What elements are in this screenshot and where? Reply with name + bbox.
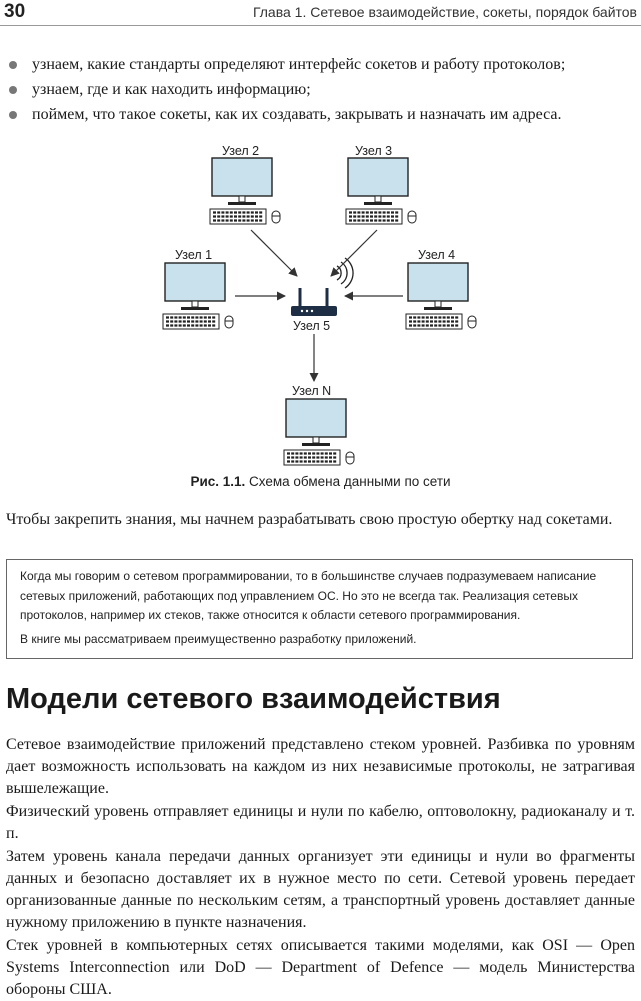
list-item: узнаем, какие стандарты определяют интер… (8, 52, 636, 77)
note-paragraph: Когда мы говорим о сетевом программирова… (20, 569, 597, 622)
page-header: 30 Глава 1. Сетевое взаимодействие, соке… (0, 0, 641, 26)
bullet-dot-icon (9, 61, 17, 69)
note-paragraph: В книге мы рассматриваем преимущественно… (20, 631, 417, 646)
figure-caption-text: Схема обмена данными по сети (245, 474, 451, 489)
router-icon (291, 288, 337, 316)
computer-nodeN-icon (282, 397, 356, 467)
note-box: Когда мы говорим о сетевом программирова… (6, 559, 633, 659)
bullet-dot-icon (9, 111, 17, 119)
node-label: Узел 2 (222, 144, 260, 158)
figure-caption: Рис. 1.1. Схема обмена данными по сети (0, 474, 641, 489)
network-diagram-svg (161, 156, 478, 467)
bullet-dot-icon (9, 86, 17, 94)
body-paragraph: Стек уровней в компьютерных сетях описыв… (6, 937, 635, 998)
arrow-node3-to-router (330, 229, 378, 277)
node-label: Узел 4 (418, 248, 456, 262)
node-label: Узел 5 (293, 319, 331, 333)
list-item: поймем, что такое сокеты, как их создава… (8, 102, 636, 127)
computer-node1-icon (161, 261, 235, 331)
body-paragraph: Чтобы закрепить знания, мы начнем разраб… (6, 511, 613, 528)
arrow-node2-to-router (250, 229, 298, 277)
node-label: Узел N (292, 384, 332, 398)
body-paragraph: Физический уровень отправляет единицы и … (6, 803, 635, 842)
header-rule (0, 25, 641, 26)
computer-node2-icon (208, 156, 282, 226)
figure-caption-label: Рис. 1.1. (190, 474, 246, 489)
node-label: Узел 3 (355, 144, 393, 158)
bullet-list: узнаем, какие стандарты определяют интер… (8, 52, 636, 127)
body-paragraph: Затем уровень канала передачи данных орг… (6, 848, 635, 931)
network-diagram: Узел 2 Узел 3 Узел 1 Узел 4 Узел 5 Узел … (0, 138, 641, 468)
page-number: 30 (4, 1, 26, 22)
body-paragraph: Сетевое взаимодействие приложений предст… (6, 736, 635, 797)
section-title: Модели сетевого взаимодействия (6, 683, 501, 715)
list-item: узнаем, где и как находить информацию; (8, 77, 636, 102)
chapter-title: Глава 1. Сетевое взаимодействие, сокеты,… (252, 4, 637, 20)
computer-node3-icon (344, 156, 418, 226)
node-label: Узел 1 (175, 248, 213, 262)
computer-node4-icon (404, 261, 478, 331)
